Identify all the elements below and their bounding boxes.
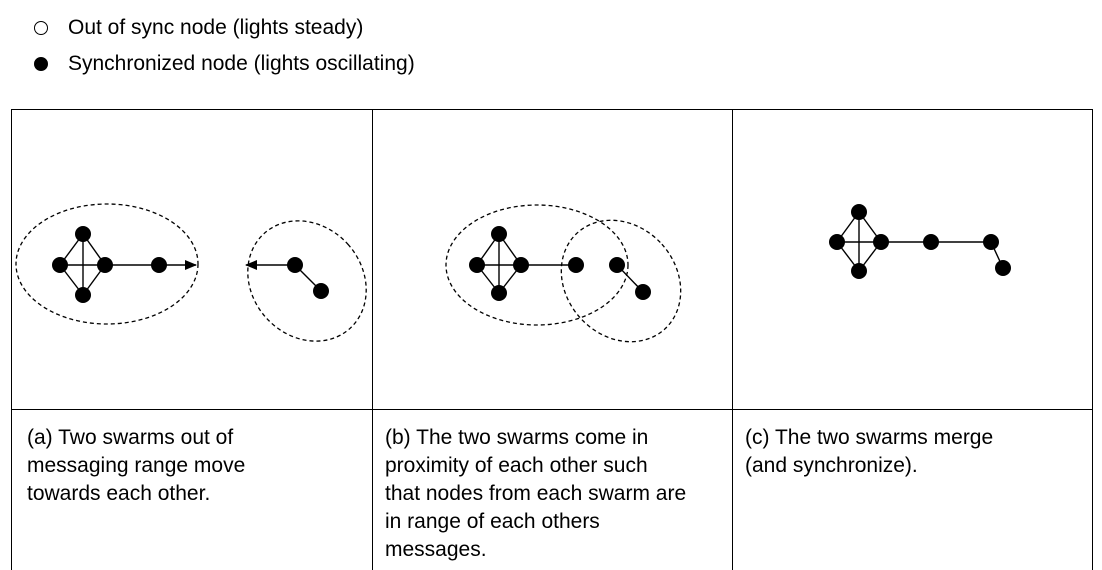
sync-node <box>287 257 303 273</box>
sync-node <box>635 284 651 300</box>
filled-circle-icon <box>34 57 48 71</box>
swarm-nodes-a <box>52 226 329 303</box>
swarm-nodes-c <box>829 204 1011 279</box>
legend: Out of sync node (lights steady) Synchro… <box>32 10 415 82</box>
legend-label-out-of-sync: Out of sync node (lights steady) <box>68 16 364 39</box>
panel-b-diagram <box>445 204 682 343</box>
sync-node <box>75 226 91 242</box>
sync-node <box>513 257 529 273</box>
sync-node <box>829 234 845 250</box>
swarm-range-right-b <box>560 219 682 343</box>
caption-divider <box>12 409 1092 410</box>
panel-grid: (a) Two swarms out of messaging range mo… <box>11 109 1093 570</box>
sync-node <box>568 257 584 273</box>
legend-item-out-of-sync: Out of sync node (lights steady) <box>32 10 415 46</box>
sync-node <box>873 234 889 250</box>
sync-node <box>851 204 867 220</box>
sync-node <box>995 260 1011 276</box>
sync-node <box>75 287 91 303</box>
caption-b: (b) The two swarms come in proximity of … <box>385 426 687 561</box>
sync-node <box>469 257 485 273</box>
swarm-range-left-b <box>445 204 629 326</box>
sync-node <box>851 263 867 279</box>
caption-a: (a) Two swarms out of messaging range mo… <box>27 426 246 505</box>
sync-node <box>151 257 167 273</box>
sync-node <box>97 257 113 273</box>
sync-node <box>491 285 507 301</box>
panel-divider-1 <box>372 110 373 570</box>
swarm-links-c <box>836 211 1004 272</box>
sync-node <box>609 257 625 273</box>
legend-item-synchronized: Synchronized node (lights oscillating) <box>32 46 415 82</box>
panel-a-diagram <box>15 203 367 342</box>
sync-node <box>52 257 68 273</box>
swarm-range-left <box>15 203 199 325</box>
sync-node <box>491 226 507 242</box>
sync-node <box>313 283 329 299</box>
swarm-range-right <box>247 220 367 342</box>
swarm-nodes-b <box>469 226 651 301</box>
open-circle-icon <box>34 21 48 35</box>
sync-node <box>983 234 999 250</box>
panel-divider-2 <box>732 110 733 570</box>
legend-label-synchronized: Synchronized node (lights oscillating) <box>68 52 415 75</box>
panel-c-diagram <box>829 204 1011 279</box>
caption-c: (c) The two swarms merge (and synchroniz… <box>745 426 994 477</box>
sync-node <box>923 234 939 250</box>
